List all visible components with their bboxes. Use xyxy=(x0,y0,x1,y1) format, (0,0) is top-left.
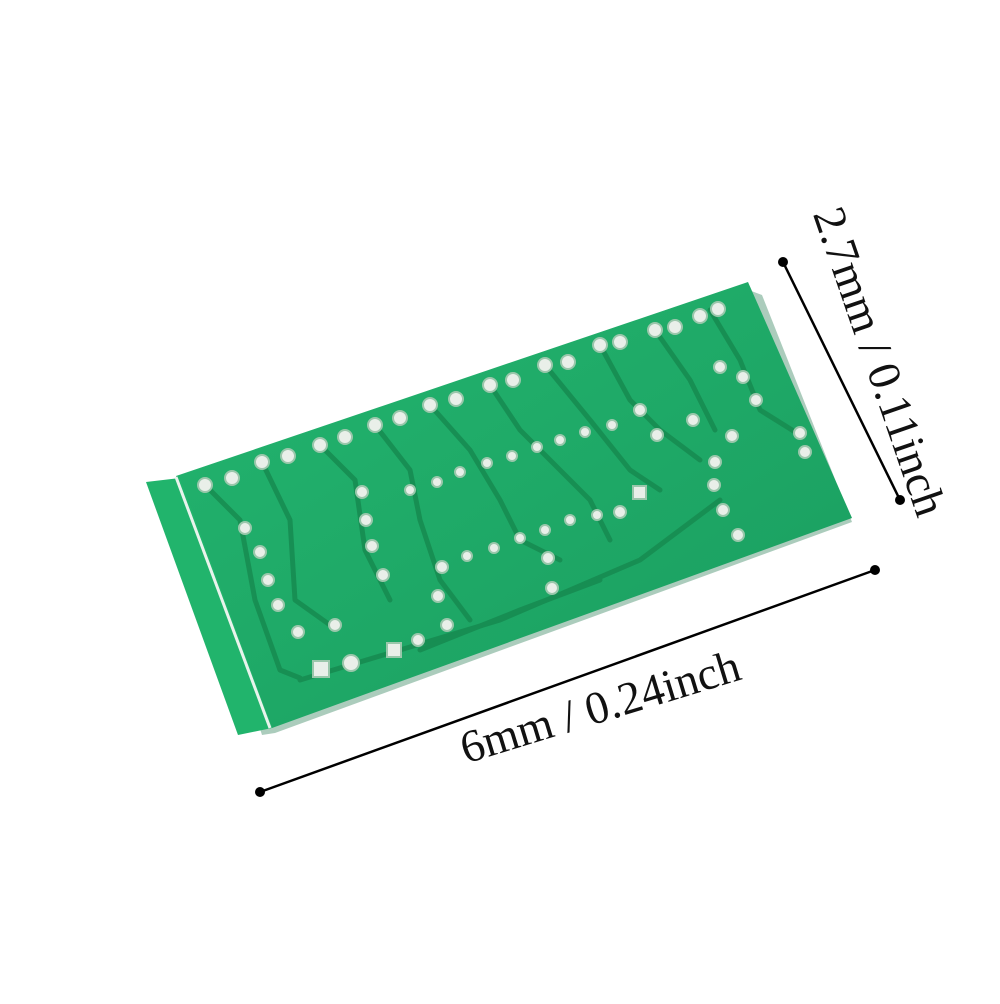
board-edge-groove xyxy=(174,476,272,729)
length-dimension-line xyxy=(259,568,876,794)
length-endpoint-right xyxy=(870,565,880,575)
height-dimension-line xyxy=(781,261,902,501)
length-endpoint-left xyxy=(255,787,265,797)
pcb-pads-top-row xyxy=(197,301,726,493)
board-body xyxy=(176,282,852,728)
pcb-traces xyxy=(202,307,803,683)
height-endpoint-top xyxy=(778,257,788,267)
board-edge-strip xyxy=(146,478,272,735)
pcb-pads-square xyxy=(312,485,647,678)
pcb-pads-inner xyxy=(238,360,812,647)
height-endpoint-bottom xyxy=(895,495,905,505)
pcb-board xyxy=(146,282,852,735)
dimension-lines xyxy=(255,257,905,797)
